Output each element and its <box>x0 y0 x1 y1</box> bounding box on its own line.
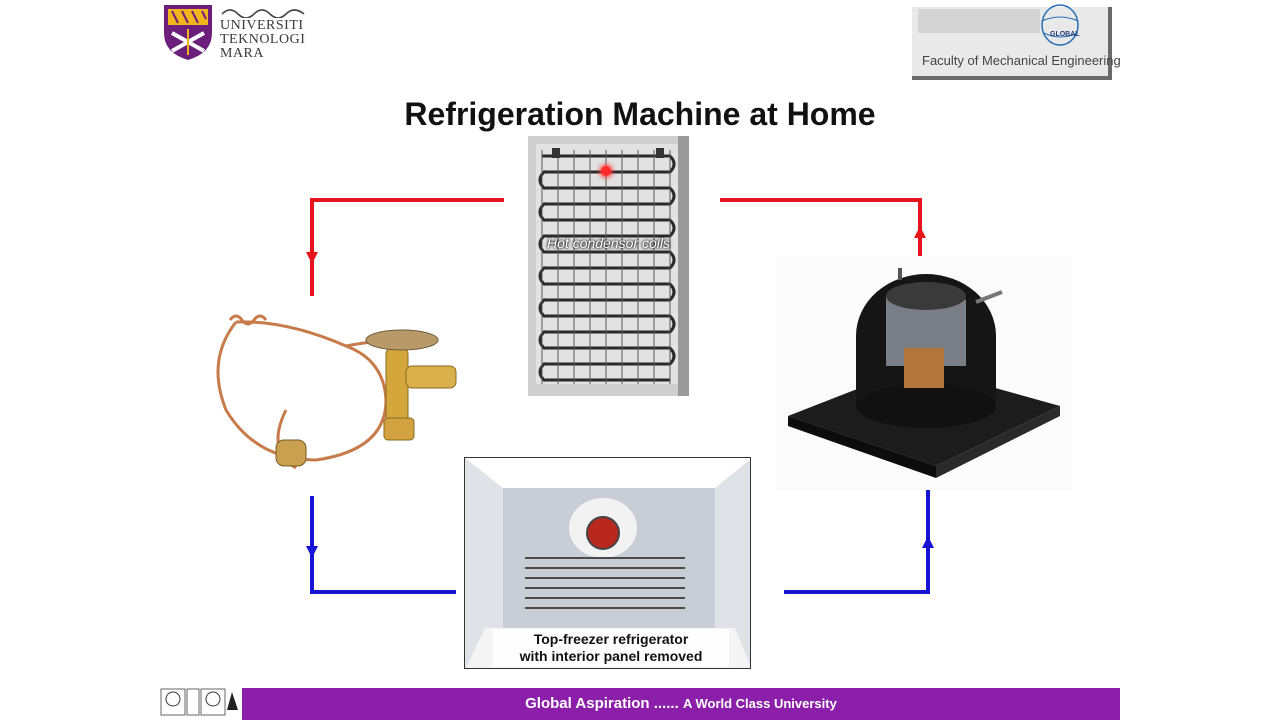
footer-slogan-bar: Global Aspiration ...... A World Class U… <box>242 688 1120 720</box>
arrow-up-icon <box>914 226 926 238</box>
university-name-line-1: UNIVERSITI <box>220 18 304 33</box>
freezer-caption: Top-freezer refrigerator with interior p… <box>493 629 729 667</box>
university-name-line-3: MARA <box>220 46 265 61</box>
university-logo: UNIVERSITI TEKNOLOGI MARA <box>162 3 312 61</box>
freezer-interior-image: Top-freezer refrigerator with interior p… <box>464 457 751 669</box>
faculty-logo: GLOBAL Faculty of Mechanical Engineering <box>912 4 1121 80</box>
globe-icon <box>1041 4 1079 46</box>
university-name-line-2: TEKNOLOGI <box>220 32 306 47</box>
faculty-logo-bar <box>918 9 1040 33</box>
certification-badges <box>160 688 240 718</box>
hot-line-left <box>306 198 504 296</box>
cold-line-right <box>784 488 934 594</box>
arrow-down-icon <box>306 252 318 264</box>
footer-slogan-main: Global Aspiration ...... <box>525 695 679 712</box>
slide-title: Refrigeration Machine at Home <box>404 96 876 132</box>
compressor-image <box>776 256 1072 490</box>
arrow-down-icon <box>306 546 318 558</box>
faculty-logo-global-text: GLOBAL <box>1050 31 1080 38</box>
freezer-caption-line-1: Top-freezer refrigerator <box>533 631 689 647</box>
hot-line-right <box>720 198 926 256</box>
university-crest-icon <box>164 5 212 60</box>
freezer-caption-line-2: with interior panel removed <box>519 648 703 664</box>
university-jawi-script <box>220 5 308 19</box>
faculty-name: Faculty of Mechanical Engineering <box>922 53 1121 68</box>
cold-line-left <box>306 496 456 594</box>
condenser-coils-image: Hot condensor coils <box>528 136 689 396</box>
footer-slogan-sub: A World Class University <box>682 696 837 711</box>
condenser-caption: Hot condensor coils <box>547 235 670 251</box>
arrow-up-icon <box>922 536 934 548</box>
laser-pointer <box>601 166 611 176</box>
expansion-valve-image <box>206 300 470 480</box>
